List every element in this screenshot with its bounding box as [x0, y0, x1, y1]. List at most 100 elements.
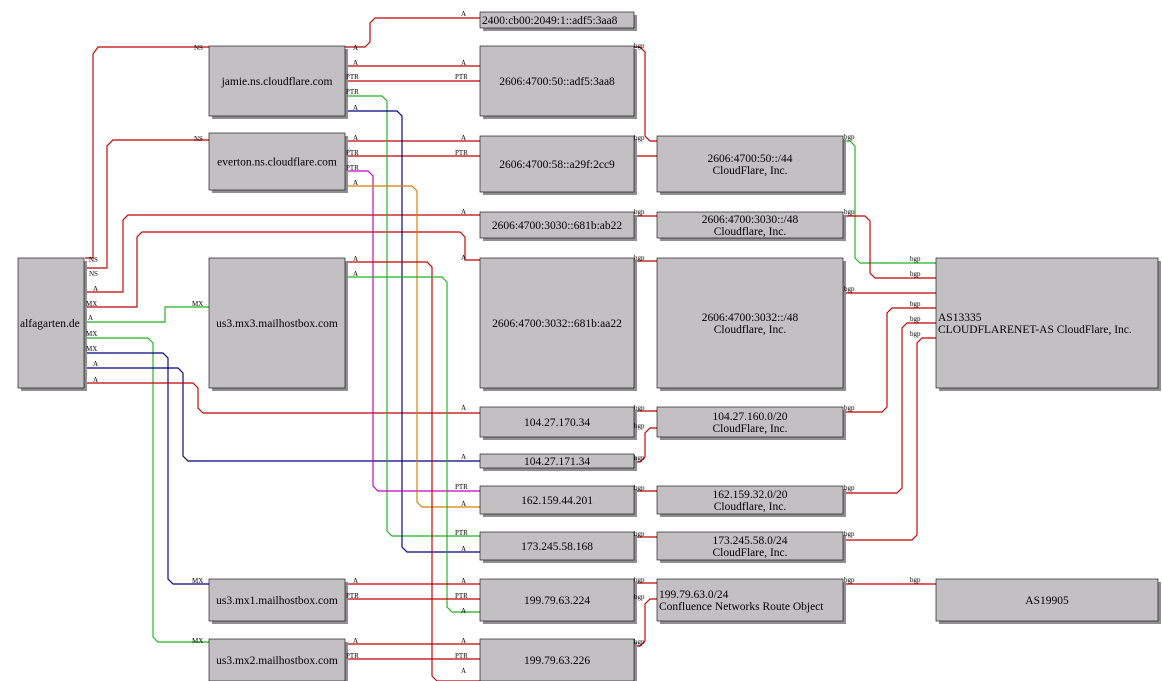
node-label-as1: CLOUDFLARENET-AS CloudFlare, Inc. [938, 324, 1132, 336]
node-box [208, 257, 346, 389]
edge-label-bgp: bgp [910, 576, 921, 584]
node-label-ip6: 104.27.170.34 [524, 417, 590, 429]
edge-label-a: A [461, 545, 466, 553]
node-ip4: 2606:4700:3030::681b:ab22 [479, 211, 637, 241]
edge-label-bgp: bgp [844, 285, 855, 293]
node-box [208, 45, 346, 117]
node-label-ip11: 199.79.63.226 [524, 655, 590, 667]
node-label-mx2: us3.mx2.mailhostbox.com [216, 655, 338, 667]
edge-label-ptr: PTR [455, 73, 468, 81]
node-box [656, 485, 844, 515]
node-label-ip3: 2606:4700:58::a29f:2cc9 [499, 159, 615, 171]
node-box [479, 578, 635, 622]
edge-label-ptr: PTR [346, 592, 359, 600]
edge-label-a: A [461, 667, 466, 675]
edge-green-4 [85, 306, 209, 323]
edge-label-bgp: bgp [634, 134, 645, 142]
node-label-pf2: Cloudflare, Inc. [714, 226, 787, 238]
node-label-ip9: 173.245.58.168 [521, 541, 593, 553]
node-label-ip5: 2606:4700:3032::681b:aa22 [492, 318, 622, 330]
node-box [479, 211, 635, 239]
edge-label-ns: NS [89, 256, 98, 264]
edge-label-bgp: bgp [844, 484, 855, 492]
edge-label-bgp: bgp [844, 404, 855, 412]
edge-red-24 [634, 46, 657, 142]
edge-label-a: A [461, 637, 466, 645]
edge-red-37 [843, 307, 936, 413]
node-label-pf3: 2606:4700:3032::/48 [702, 312, 799, 324]
node-label-pf5: 162.159.32.0/20 [712, 489, 787, 501]
node-box [479, 45, 635, 117]
node-label-pf4: 104.27.160.0/20 [712, 411, 787, 423]
edge-label-ptr: PTR [346, 73, 359, 81]
edge-red-38 [843, 322, 936, 494]
edge-red-8 [85, 382, 480, 414]
edge-label-bgp: bgp [634, 208, 645, 216]
edge-label-ptr: PTR [346, 164, 359, 172]
node-label-ip8: 162.159.44.201 [521, 495, 593, 507]
edge-green-14 [345, 95, 480, 537]
node-ip5: 2606:4700:3032::681b:aa22 [479, 257, 637, 391]
node-label-jamie: jamie.ns.cloudflare.com [221, 76, 333, 88]
edge-orange-17 [345, 185, 480, 508]
edge-navy-6 [85, 352, 209, 585]
edge-label-bgp: bgp [634, 484, 645, 492]
edge-label-a: A [93, 360, 98, 368]
node-as2: AS19905 [935, 578, 1161, 624]
node-box [656, 578, 844, 622]
edge-label-bgp: bgp [844, 133, 855, 141]
node-box [208, 638, 346, 681]
node-label-as2: AS19905 [1025, 595, 1069, 607]
node-label-pf2: 2606:4700:3030::/48 [702, 214, 799, 226]
edge-label-bgp: bgp [844, 208, 855, 216]
node-label-pf3: Cloudflare, Inc. [714, 324, 787, 336]
node-jamie: jamie.ns.cloudflare.com [208, 45, 348, 119]
edge-label-ptr: PTR [346, 149, 359, 157]
node-label-pf7: Confluence Networks Route Object [659, 601, 824, 613]
edge-red-29 [634, 427, 657, 463]
edge-label-bgp: bgp [844, 576, 855, 584]
edge-label-bgp: bgp [910, 270, 921, 278]
edge-label-a: A [93, 285, 98, 293]
edges-layer [85, 17, 936, 681]
edge-label-bgp: bgp [634, 530, 645, 538]
edge-label-a: A [461, 577, 466, 585]
edge-label-a: A [461, 134, 466, 142]
edge-red-0 [85, 46, 209, 259]
node-box [479, 485, 635, 515]
edge-label-a: A [461, 208, 466, 216]
edge-label-ptr: PTR [346, 88, 359, 96]
node-box [479, 453, 635, 469]
node-everton: everton.ns.cloudflare.com [208, 132, 348, 193]
edge-label-a: A [461, 10, 466, 18]
edge-label-ptr: PTR [455, 149, 468, 157]
edge-green-5 [85, 337, 209, 643]
node-label-pf7: 199.79.63.0/24 [659, 589, 729, 601]
edge-red-1 [85, 139, 209, 269]
edge-label-ns: NS [194, 44, 203, 52]
edge-label-a: A [461, 607, 466, 615]
node-label-ip2: 2606:4700:50::adf5:3aa8 [499, 76, 615, 88]
node-ip3: 2606:4700:58::a29f:2cc9 [479, 135, 637, 195]
edge-label-bgp: bgp [910, 255, 921, 263]
edge-label-ptr: PTR [455, 483, 468, 491]
node-ip7: 104.27.171.34 [479, 453, 637, 471]
node-mx3: us3.mx3.mailhostbox.com [208, 257, 348, 391]
edge-labels-layer: NSNSAMXAMXMXAANSNSMXMXMXAAAPTRPTRAAPTRAP… [86, 10, 921, 675]
node-root: alfagarten.de [17, 257, 87, 391]
node-box [479, 531, 635, 561]
node-box [479, 11, 635, 29]
node-label-pf1: 2606:4700:50::/44 [708, 153, 793, 165]
edge-label-a: A [353, 255, 358, 263]
edge-label-ptr: PTR [346, 652, 359, 660]
node-box [656, 531, 844, 561]
edge-label-ptr: PTR [455, 592, 468, 600]
edge-green-19 [345, 276, 480, 613]
node-ip8: 162.159.44.201 [479, 485, 637, 517]
edge-label-a: A [461, 254, 466, 262]
